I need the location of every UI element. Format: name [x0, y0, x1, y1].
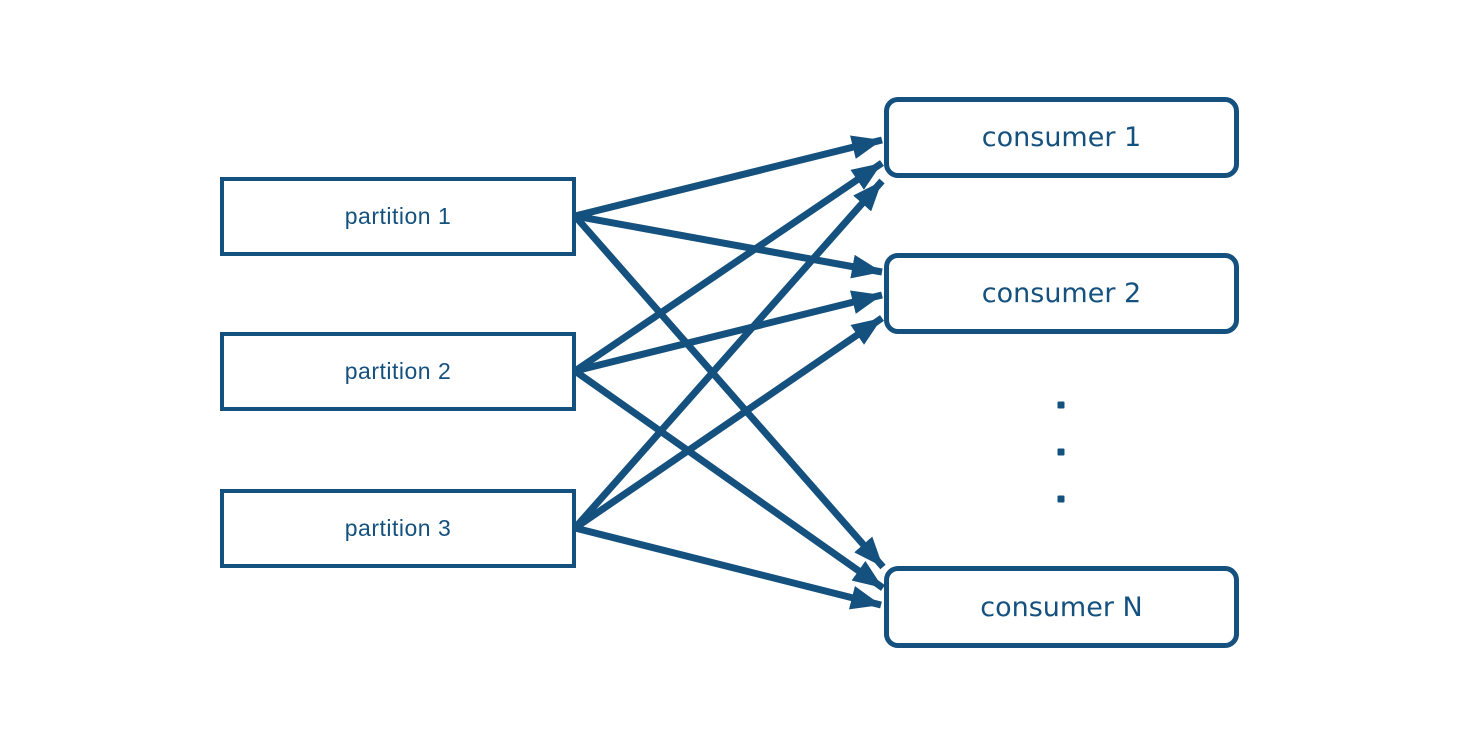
- arrow-partition-2-to-consumer-1: [573, 160, 884, 374]
- arrow-partition-3-to-consumer-1: [572, 178, 885, 531]
- partition-3-label: partition 3: [344, 515, 452, 541]
- arrow-partition-3-to-consumer-2: [573, 315, 884, 531]
- partition-2-box: partition 2: [220, 332, 576, 411]
- consumer-2-box: consumer 2: [884, 253, 1239, 334]
- consumer-2-label: consumer 2: [981, 278, 1142, 309]
- arrow-partition-1-to-consumer-2: [574, 212, 883, 279]
- arrow-partition-1-to-consumer-1: [574, 135, 883, 220]
- consumer-1-box: consumer 1: [884, 97, 1239, 178]
- partition-1-label: partition 1: [344, 203, 452, 229]
- ellipsis-dot-1: [1057, 401, 1065, 409]
- arrow-partition-3-to-consumer-n: [574, 524, 882, 610]
- consumer-n-box: consumer N: [884, 566, 1239, 648]
- arrow-partition-2-to-consumer-2: [574, 290, 883, 375]
- partition-2-label: partition 2: [344, 358, 452, 384]
- arrow-partition-2-to-consumer-n: [572, 368, 886, 591]
- arrow-partition-1-to-consumer-n: [572, 213, 886, 570]
- ellipsis-dot-3: [1057, 495, 1065, 503]
- ellipsis-dot-2: [1057, 448, 1065, 456]
- partition-1-box: partition 1: [220, 177, 576, 256]
- partition-3-box: partition 3: [220, 489, 576, 568]
- consumer-1-label: consumer 1: [981, 122, 1142, 153]
- consumer-n-label: consumer N: [980, 591, 1143, 623]
